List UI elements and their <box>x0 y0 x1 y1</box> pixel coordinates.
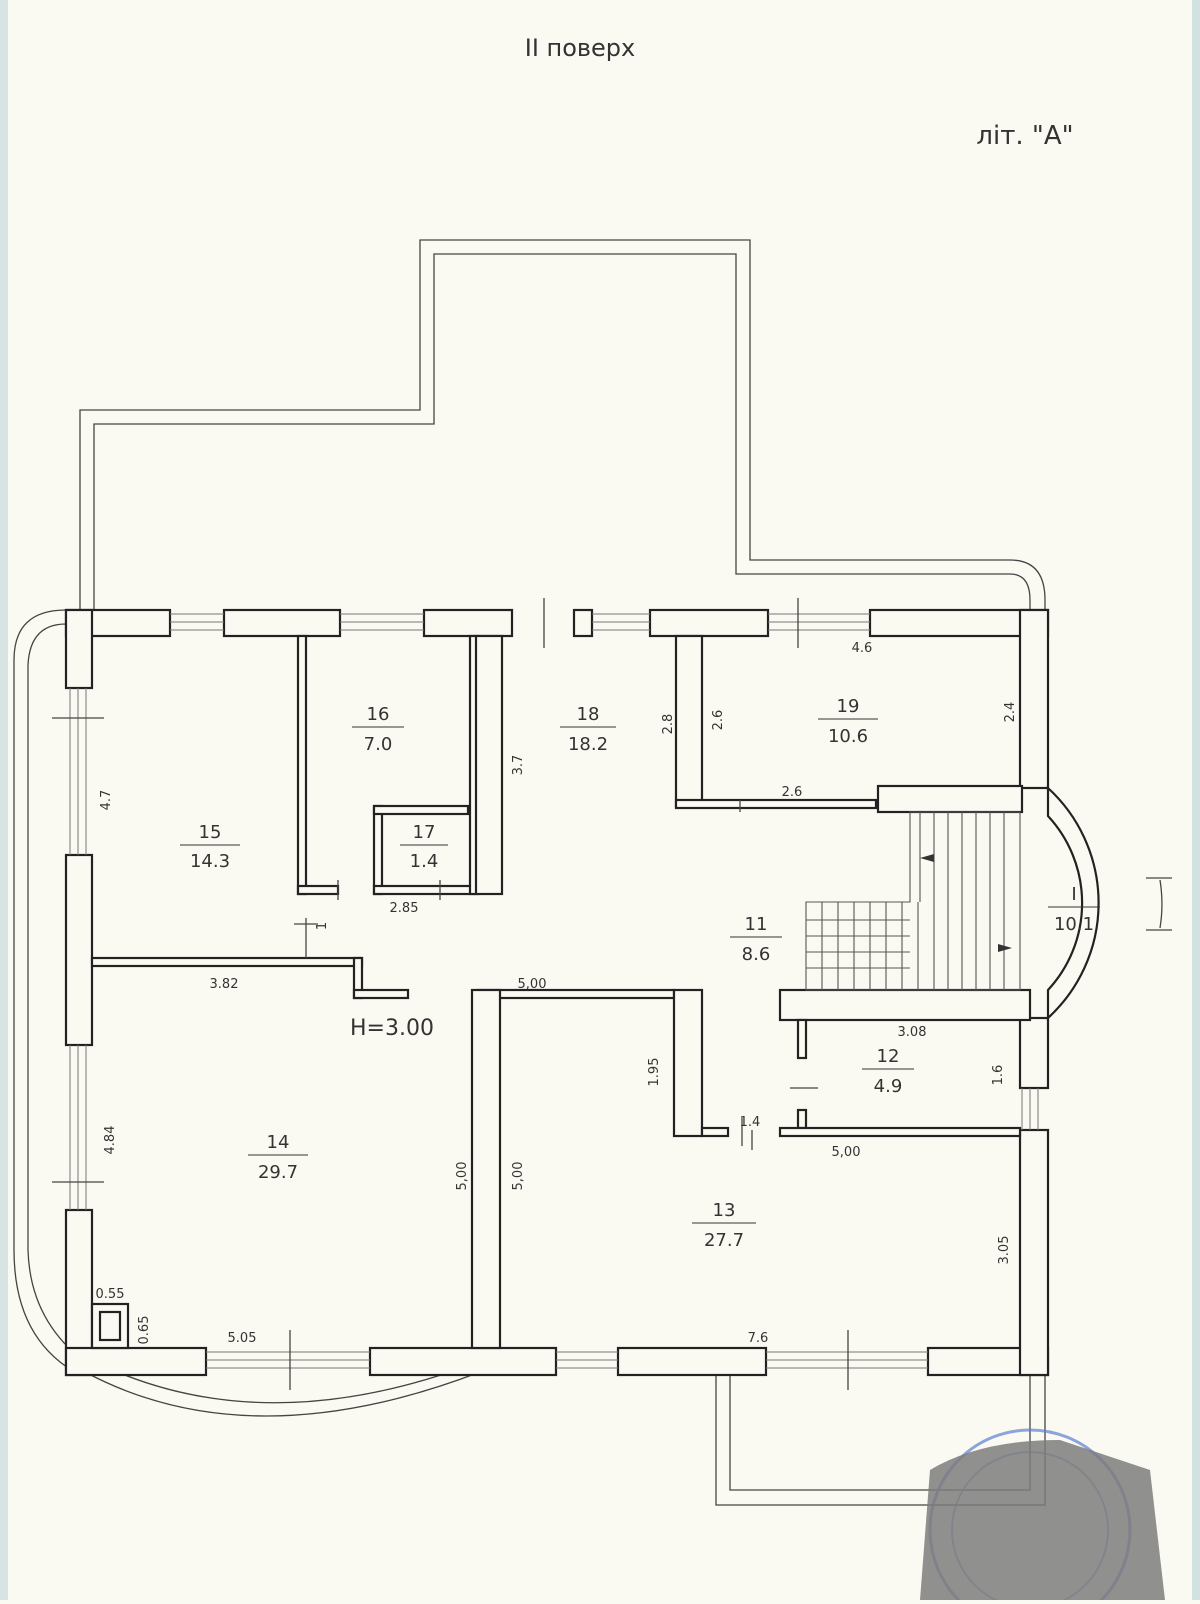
room-17: 17 1.4 <box>400 822 448 872</box>
room-area: 1.4 <box>410 851 439 872</box>
room-number: 17 <box>413 822 436 843</box>
dim-label: 1.4 <box>740 1115 761 1130</box>
room-number: 14 <box>267 1132 290 1153</box>
room-18: 18 18.2 <box>560 704 616 755</box>
windows <box>52 598 1039 1390</box>
exterior-walls <box>64 608 1050 1377</box>
room-16: 16 7.0 <box>352 704 404 755</box>
scan-edge-left <box>0 0 8 1600</box>
room-13: 13 27.7 <box>692 1200 756 1251</box>
room-14: 14 29.7 <box>248 1132 308 1183</box>
dim-label: 0.65 <box>137 1316 152 1345</box>
dim-label: 2.8 <box>661 714 676 735</box>
dim-label: 5,00 <box>455 1162 470 1191</box>
room-11: 11 8.6 <box>730 914 782 965</box>
dim-label: 3.08 <box>898 1025 927 1040</box>
room-area: 10.6 <box>828 726 868 747</box>
official-stamp <box>920 1428 1165 1604</box>
dim-label: 4.84 <box>103 1126 118 1155</box>
staircase <box>805 811 1021 991</box>
room-area: 29.7 <box>258 1162 298 1183</box>
dim-label: 3.82 <box>210 977 239 992</box>
room-labels: 15 14.3 16 7.0 17 1.4 18 18.2 19 <box>180 696 1100 1251</box>
room-area: 14.3 <box>190 851 230 872</box>
dim-label: 1.6 <box>991 1065 1006 1086</box>
room-area: 7.0 <box>364 734 393 755</box>
floor-title: ІІ поверх <box>525 34 636 62</box>
dim-label: 2.85 <box>390 901 419 916</box>
room-number: І <box>1071 884 1076 905</box>
dim-label: 2.6 <box>711 710 726 731</box>
chimney <box>90 1302 130 1350</box>
room-number: 13 <box>713 1200 736 1221</box>
dim-label: 5,00 <box>511 1162 526 1191</box>
room-number: 15 <box>199 822 222 843</box>
room-number: 11 <box>745 914 768 935</box>
room-number: 12 <box>877 1046 900 1067</box>
room-15: 15 14.3 <box>180 822 240 872</box>
dim-label: 1 <box>315 922 330 930</box>
bay-hall <box>1046 785 1172 1021</box>
room-area: 10.1 <box>1054 914 1094 935</box>
scan-edge-right <box>1192 0 1200 1600</box>
dim-label: 5.05 <box>228 1331 257 1346</box>
dim-label: 0.55 <box>96 1287 125 1302</box>
dimension-labels: 4.7 3.7 2.8 2.6 4.6 2.4 2.6 2.85 1 3.82 … <box>96 641 1018 1346</box>
ceiling-height-label: Н=3.00 <box>350 1016 434 1041</box>
room-area: 4.9 <box>874 1076 903 1097</box>
dim-label: 1.95 <box>647 1058 662 1087</box>
room-area: 18.2 <box>568 734 608 755</box>
dim-label: 4.7 <box>99 790 114 811</box>
dim-label: 7.6 <box>748 1331 769 1346</box>
room-19: 19 10.6 <box>818 696 878 747</box>
room-12: 12 4.9 <box>862 1046 914 1097</box>
litera-label: літ. "А" <box>976 121 1073 151</box>
dim-label: 5,00 <box>832 1145 861 1160</box>
dim-label: 5,00 <box>518 977 547 992</box>
room-I: І 10.1 <box>1048 884 1100 935</box>
room-area: 27.7 <box>704 1230 744 1251</box>
interior-walls <box>90 634 1032 1350</box>
dim-label: 2.6 <box>782 785 803 800</box>
room-number: 19 <box>837 696 860 717</box>
terrace-outline <box>13 239 1046 1506</box>
top-right-blank <box>1020 20 1150 52</box>
dim-label: 3.7 <box>511 755 526 776</box>
room-area: 8.6 <box>742 944 771 965</box>
room-number: 18 <box>577 704 600 725</box>
dim-label: 3.05 <box>997 1236 1012 1265</box>
dim-label: 4.6 <box>852 641 873 656</box>
room-number: 16 <box>367 704 390 725</box>
dim-label: 2.4 <box>1003 702 1018 723</box>
